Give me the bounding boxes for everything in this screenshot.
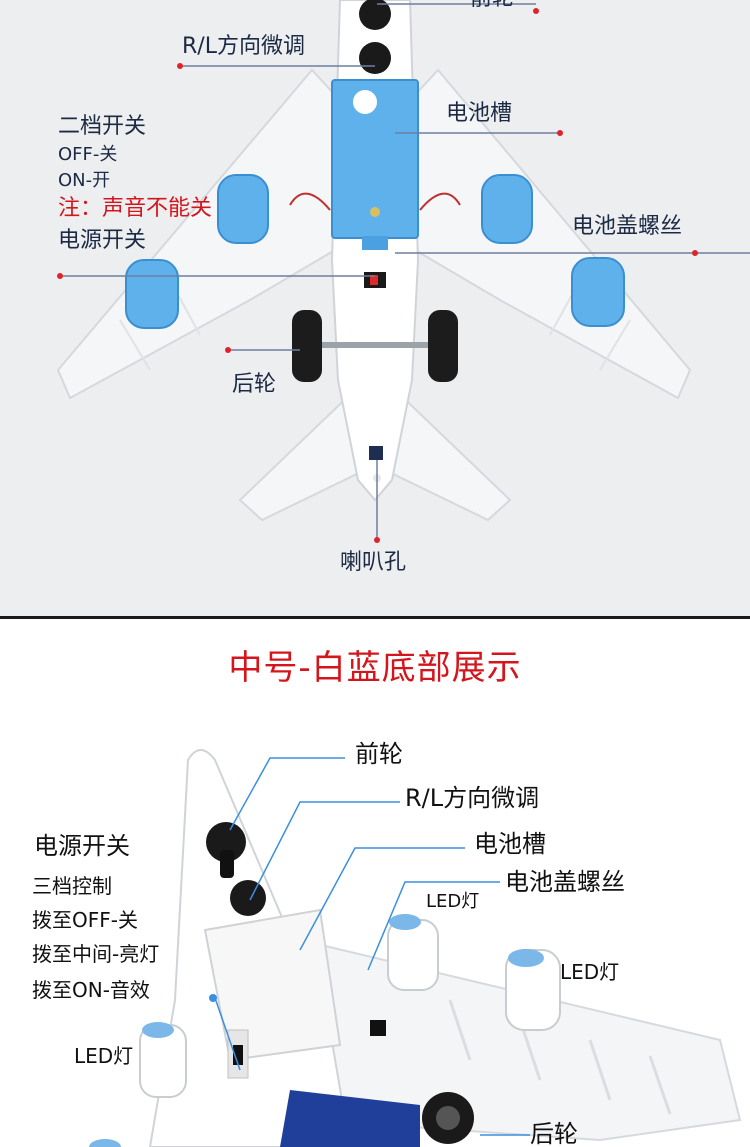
label-led-right: LED灯 bbox=[426, 891, 480, 912]
front-wheel-hole bbox=[359, 0, 391, 30]
callout-dot bbox=[225, 347, 231, 353]
label-rl-adjust: R/L方向微调 bbox=[405, 784, 540, 812]
callout-dot bbox=[57, 273, 63, 279]
engine-inner-right bbox=[481, 174, 533, 244]
callout-dot bbox=[374, 537, 380, 543]
label-on: ON-开 bbox=[58, 170, 111, 191]
label-battery-cover-screw: 电池盖螺丝 bbox=[572, 214, 683, 239]
label-led-mid: LED灯 bbox=[560, 960, 620, 984]
speaker-hole bbox=[369, 446, 383, 460]
led-light bbox=[389, 914, 421, 930]
label-three-mode: 三档控制 bbox=[32, 874, 112, 898]
label-battery-slot: 电池槽 bbox=[474, 830, 546, 858]
led-light bbox=[508, 949, 544, 967]
battery-cover-sticker bbox=[353, 90, 377, 114]
label-switch-title: 二档开关 bbox=[58, 114, 147, 139]
label-front-wheel-partial: 前轮 bbox=[470, 0, 514, 10]
top-panel-airplane-underside: 前轮 R/L方向微调 电池槽 二档开关 OFF-关 ON-开 注：声音不能关 电… bbox=[0, 0, 750, 616]
rear-wheel-right bbox=[428, 310, 458, 382]
label-off: OFF-关 bbox=[58, 144, 118, 165]
engine-outer-left bbox=[125, 259, 179, 329]
fuselage-blue-section bbox=[280, 1090, 420, 1147]
airplane-bottom-illustration bbox=[89, 749, 742, 1147]
rl-adjust-knob bbox=[359, 42, 391, 74]
callout-dot bbox=[692, 250, 698, 256]
battery-cover-latch bbox=[362, 236, 388, 250]
battery-cover-screw bbox=[370, 207, 380, 217]
label-battery-cover-screw: 电池盖螺丝 bbox=[505, 868, 625, 896]
label-rear-wheel: 后轮 bbox=[232, 372, 277, 397]
power-switch bbox=[233, 1045, 243, 1065]
airplane-top-illustration bbox=[56, 0, 750, 540]
battery-cover bbox=[203, 908, 342, 1062]
label-rear-wheel: 后轮 bbox=[530, 1120, 578, 1147]
bottom-callout-lines bbox=[214, 757, 530, 1136]
label-to-on: 拨至ON-音效 bbox=[32, 978, 150, 1002]
callout-dot bbox=[533, 8, 539, 14]
section-heading: 中号-白蓝底部展示 bbox=[228, 648, 522, 688]
label-to-off: 拨至OFF-关 bbox=[32, 908, 138, 932]
rear-wheel-left bbox=[292, 310, 322, 382]
label-power-switch: 电源开关 bbox=[34, 832, 130, 860]
led-light bbox=[142, 1022, 174, 1038]
engine-outer-right bbox=[571, 257, 625, 327]
label-rl-adjust: R/L方向微调 bbox=[182, 34, 305, 59]
callout-dot bbox=[177, 63, 183, 69]
rl-adjust-knob bbox=[230, 880, 266, 916]
label-front-wheel: 前轮 bbox=[355, 740, 403, 768]
callout-dot bbox=[557, 130, 563, 136]
top-callout-lines bbox=[60, 3, 750, 540]
engine-inner-left bbox=[217, 174, 269, 244]
engine-inner-right bbox=[387, 919, 439, 991]
label-to-middle: 拨至中间-亮灯 bbox=[32, 942, 160, 966]
label-battery-slot: 电池槽 bbox=[446, 101, 513, 126]
label-led-left: LED灯 bbox=[74, 1044, 134, 1068]
rear-axle bbox=[322, 342, 428, 348]
front-wheel bbox=[206, 822, 246, 862]
label-speaker-hole: 喇叭孔 bbox=[340, 550, 407, 575]
section-divider bbox=[0, 616, 750, 619]
label-note: 注：声音不能关 bbox=[58, 196, 213, 221]
label-power-switch: 电源开关 bbox=[58, 228, 147, 253]
